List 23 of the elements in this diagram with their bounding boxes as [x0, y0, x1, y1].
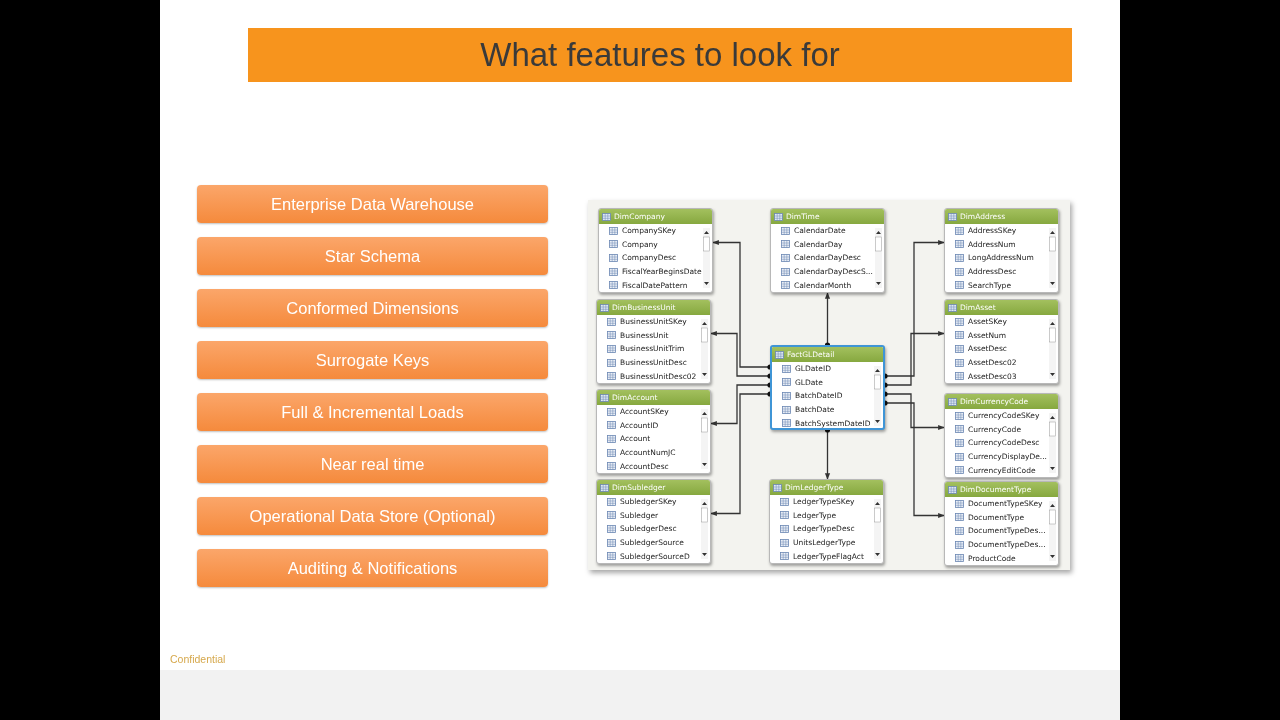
table-card	[944, 299, 1059, 384]
feature-button: Operational Data Store (Optional)	[197, 497, 548, 535]
table-card	[596, 479, 711, 564]
title-banner: What features to look for	[248, 28, 1072, 82]
feature-button: Full & Incremental Loads	[197, 393, 548, 431]
table-card	[770, 345, 885, 430]
table-card	[598, 208, 713, 293]
table-card	[769, 479, 884, 564]
relationship-line	[824, 427, 831, 480]
feature-button: Near real time	[197, 445, 548, 483]
table-card	[596, 389, 711, 474]
table-card	[944, 393, 1059, 478]
table-card	[944, 481, 1059, 566]
footer-note: Confidential	[170, 653, 226, 665]
feature-button: Enterprise Data Warehouse	[197, 185, 548, 223]
table-card	[944, 208, 1059, 293]
relationship-line	[824, 292, 831, 348]
feature-button: Auditing & Notifications	[197, 549, 548, 587]
feature-button: Star Schema	[197, 237, 548, 275]
table-card	[596, 299, 711, 384]
feature-button: Surrogate Keys	[197, 341, 548, 379]
feature-button: Conformed Dimensions	[197, 289, 548, 327]
table-card	[770, 208, 885, 293]
